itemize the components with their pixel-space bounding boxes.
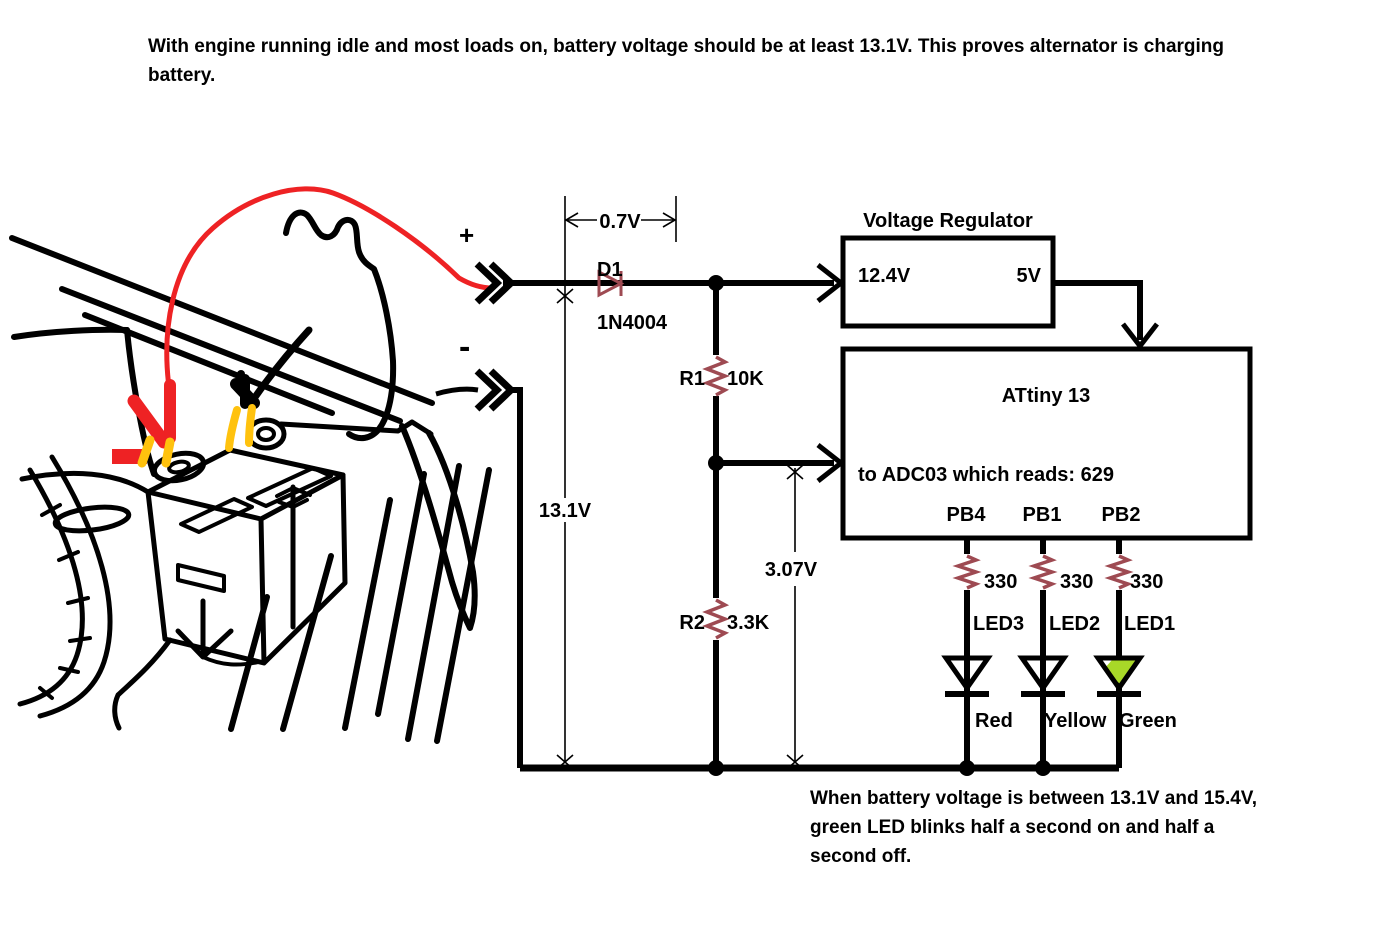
regulator-output-wire [1053, 280, 1143, 340]
voltage-regulator-box [840, 235, 1056, 329]
junction-dot [708, 275, 724, 291]
cowl-vent-stripes [228, 463, 492, 744]
footer-note-line2: green LED blinks half a second on and ha… [810, 817, 1215, 838]
battery-front-label [176, 563, 226, 593]
led3-label: LED3 [973, 613, 1024, 635]
junction-dot [708, 760, 724, 776]
led1-green-symbol [1093, 655, 1145, 697]
attiny13-box [840, 346, 1253, 541]
car-engine-bay-illustration [9, 186, 495, 744]
led2-label: LED2 [1049, 613, 1100, 635]
diode-part-label: 1N4004 [597, 312, 668, 334]
r330-label: 330 [1130, 571, 1163, 593]
fender-blade [399, 423, 478, 631]
battery-vent-strip [179, 497, 254, 534]
minus-connector-chevrons [474, 368, 517, 412]
resistor-330-zigzag [1104, 554, 1134, 590]
plus-terminal-label: + [459, 220, 474, 250]
battery-vent-strip [246, 466, 333, 508]
junction-dot [1035, 760, 1051, 776]
resistor-330-zigzag [952, 554, 982, 590]
lower-body-line [175, 598, 234, 660]
pin-pb4-label: PB4 [947, 504, 987, 526]
wing-nut [275, 486, 312, 509]
mcu-adc-note: to ADC03 which reads: 629 [858, 464, 1114, 486]
led2-yellow-symbol [1017, 655, 1069, 697]
regulator-title: Voltage Regulator [863, 210, 1033, 232]
led-color-yellow-label: Yellow [1044, 710, 1107, 732]
cowl-boundary [278, 419, 434, 437]
footer-note-line1: When battery voltage is between 13.1V an… [810, 788, 1257, 809]
led1-label: LED1 [1124, 613, 1175, 635]
divider-voltage-label: 3.07V [765, 559, 818, 581]
led-color-red-label: Red [975, 710, 1013, 732]
car-battery [145, 417, 348, 666]
r2-ref-label: R2 [679, 612, 705, 634]
negative-cable [249, 326, 313, 404]
fender-line [11, 326, 130, 340]
positive-cable-red [164, 186, 495, 404]
dimension-lines [556, 196, 804, 770]
led-color-green-label: Green [1119, 710, 1177, 732]
arrow-into-mcu-vcc [1121, 322, 1159, 351]
hood-line [59, 286, 403, 424]
labels: With engine running idle and most loads … [148, 36, 1257, 867]
battery-voltage-label: 13.1V [539, 500, 592, 522]
r330-label: 330 [1060, 571, 1093, 593]
hood-line [9, 235, 435, 406]
top-note-line2: battery. [148, 65, 215, 86]
diode-symbol [597, 269, 625, 298]
resistor-330-zigzag [1028, 554, 1058, 590]
hood-latch-outline [283, 209, 397, 442]
r330-label: 330 [984, 571, 1017, 593]
diode-drop-label: 0.7V [599, 211, 641, 233]
top-note-line1: With engine running idle and most loads … [148, 36, 1224, 57]
r1-ref-label: R1 [679, 368, 705, 390]
lower-body-line [201, 655, 260, 667]
regulator-output-label: 5V [1017, 265, 1042, 287]
footer-note-line3: second off. [810, 846, 911, 867]
lower-body-line [112, 637, 173, 731]
green-led-fill [1104, 660, 1137, 685]
minus-terminal-label: - [459, 328, 470, 366]
schematic [435, 196, 1253, 776]
junction-dot [959, 760, 975, 776]
negative-clamp [225, 370, 260, 452]
junction-dot [708, 455, 724, 471]
pin-pb2-label: PB2 [1102, 504, 1141, 526]
r1-value-label: 10K [727, 368, 764, 390]
resistor-r2-zigzag [702, 598, 730, 640]
wheel-arch [17, 454, 132, 719]
resistor-r1-zigzag [702, 355, 730, 397]
diode-ref-label: D1 [597, 259, 623, 281]
r2-value-label: 3.3K [727, 612, 770, 634]
minus-lead-stub [435, 386, 479, 397]
regulator-input-label: 12.4V [858, 265, 911, 287]
positive-terminal-ring [151, 450, 207, 484]
negative-rail-vertical [506, 387, 523, 768]
strut-mount-hole [52, 504, 132, 534]
battery-tray-line [19, 470, 151, 495]
led3-red-symbol [941, 655, 993, 697]
pin-pb1-label: PB1 [1023, 504, 1062, 526]
mcu-name-label: ATtiny 13 [1002, 385, 1091, 407]
